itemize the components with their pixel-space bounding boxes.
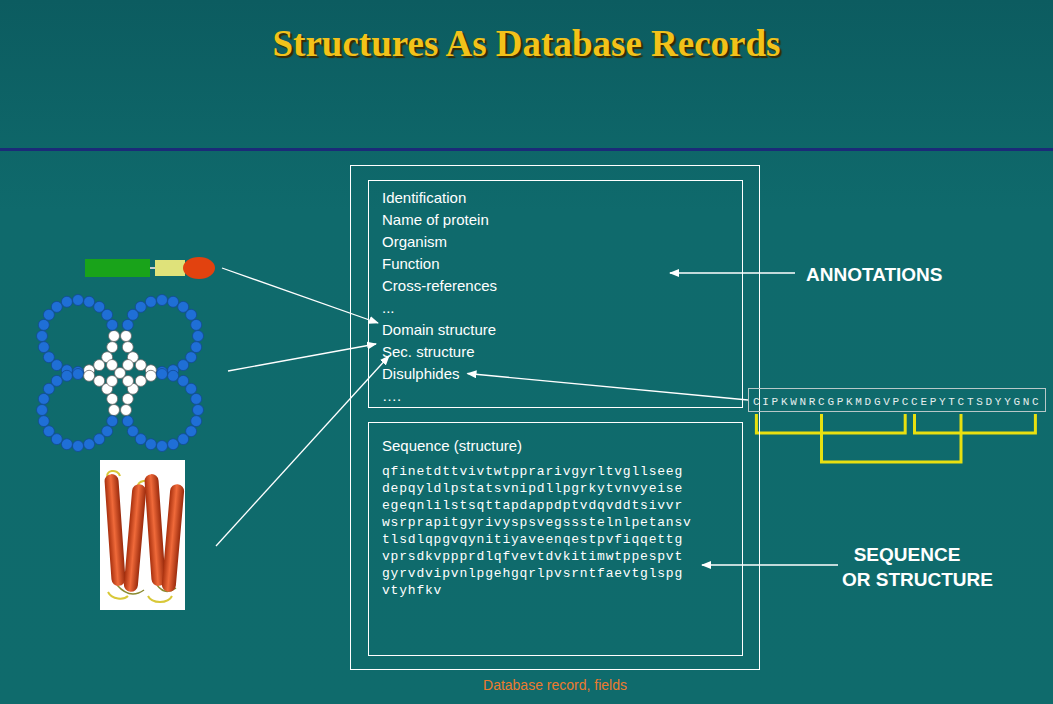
sequence-box: Sequence (structure) qfinetdttvivtwtpprar… <box>368 422 743 656</box>
callout-label: SEQUENCE OR STRUCTURE <box>842 542 972 592</box>
residue-bead <box>102 309 113 320</box>
residue-bead <box>38 342 49 353</box>
residue-bead <box>145 370 156 381</box>
residue-bead <box>178 434 189 445</box>
residue-bead <box>73 369 84 380</box>
annotation-box: IdentificationName of proteinOrganismFun… <box>368 180 743 408</box>
residue-bead <box>43 426 54 437</box>
disulphide-bracket <box>756 414 905 433</box>
residue-bead <box>127 426 138 437</box>
residue-bead <box>84 296 95 307</box>
residue-bead <box>191 319 202 330</box>
disulphide-bracket <box>822 414 962 462</box>
record-caption: Database record, fields <box>351 677 759 693</box>
residue-bead <box>107 393 118 404</box>
residue-bead <box>43 352 54 363</box>
residue-bead <box>145 296 156 307</box>
residue-bead <box>157 295 168 306</box>
residue-bead <box>193 405 204 416</box>
slide-title: Structures As Database Records <box>0 22 1053 65</box>
residue-bead <box>94 360 105 371</box>
annotation-field: …. <box>382 385 732 407</box>
residue-bead <box>37 331 48 342</box>
residue-bead <box>123 360 134 371</box>
annotation-field: Name of protein <box>382 209 732 231</box>
residue-bead <box>135 301 146 312</box>
annotation-field: Organism <box>382 231 732 253</box>
residue-bead <box>193 331 204 342</box>
residue-bead <box>168 296 179 307</box>
residue-bead <box>84 439 95 450</box>
residue-bead <box>73 295 84 306</box>
residue-bead <box>107 360 118 371</box>
residue-bead <box>191 416 202 427</box>
field-heading: Sequence (structure) <box>382 437 732 454</box>
annotation-field: Disulphides <box>382 363 732 385</box>
residue-bead <box>107 342 118 353</box>
residue-bead <box>186 383 197 394</box>
residue-bead <box>38 393 49 404</box>
residue-bead <box>38 416 49 427</box>
disulphide-brackets <box>756 414 1035 462</box>
residue-bead <box>107 319 118 330</box>
sequence-text: qfinetdttvivtwtpprarivgyrltvgllseeg depq… <box>382 463 700 599</box>
annotation-field: Cross-references <box>382 275 732 297</box>
annotation-field: Function <box>382 253 732 275</box>
residue-bead <box>38 319 49 330</box>
cysteine-sequence: CIPKWNRCGPKMDGVPCCEPYTCTSDYYGNC <box>753 395 1041 409</box>
connector-arrow <box>468 374 749 401</box>
residue-bead <box>61 296 72 307</box>
residue-bead <box>109 405 120 416</box>
annotation-field: Identification <box>382 187 732 209</box>
residue-bead <box>178 360 189 371</box>
annotation-field: Sec. structure <box>382 341 732 363</box>
residue-bead <box>135 375 146 386</box>
residue-bead <box>157 369 168 380</box>
residue-bead <box>186 309 197 320</box>
disulphide-beads <box>37 295 204 452</box>
residue-bead <box>191 342 202 353</box>
residue-bead <box>122 342 133 353</box>
residue-bead <box>121 405 132 416</box>
residue-bead <box>61 370 72 381</box>
residue-bead <box>94 434 105 445</box>
residue-bead <box>51 375 62 386</box>
label-line: OR STRUCTURE <box>842 567 972 592</box>
annotation-field: ... <box>382 297 732 319</box>
residue-bead <box>107 416 118 427</box>
residue-bead <box>122 416 133 427</box>
domain-bar <box>85 257 215 279</box>
residue-bead <box>107 376 118 387</box>
record-box: IdentificationName of proteinOrganismFun… <box>350 165 760 670</box>
residue-bead <box>51 301 62 312</box>
sequence-strip: CIPKWNRCGPKMDGVPCCEPYTCTSDYYGNC <box>748 388 1046 412</box>
residue-bead <box>145 439 156 450</box>
residue-bead <box>168 370 179 381</box>
label-line: SEQUENCE <box>842 542 972 567</box>
annotation-field: Domain structure <box>382 319 732 341</box>
residue-bead <box>73 441 84 452</box>
residue-bead <box>191 393 202 404</box>
residue-bead <box>168 439 179 450</box>
residue-bead <box>157 441 168 452</box>
helix-ribbon <box>100 460 185 610</box>
residue-bead <box>109 331 120 342</box>
callout-label: ANNOTATIONS <box>806 262 943 287</box>
residue-bead <box>121 331 132 342</box>
residue-bead <box>84 370 95 381</box>
residue-bead <box>122 319 133 330</box>
residue-bead <box>122 393 133 404</box>
title-rule <box>0 148 1053 151</box>
residue-bead <box>37 405 48 416</box>
residue-bead <box>61 439 72 450</box>
disulphide-bracket <box>915 414 1036 433</box>
residue-bead <box>123 376 134 387</box>
